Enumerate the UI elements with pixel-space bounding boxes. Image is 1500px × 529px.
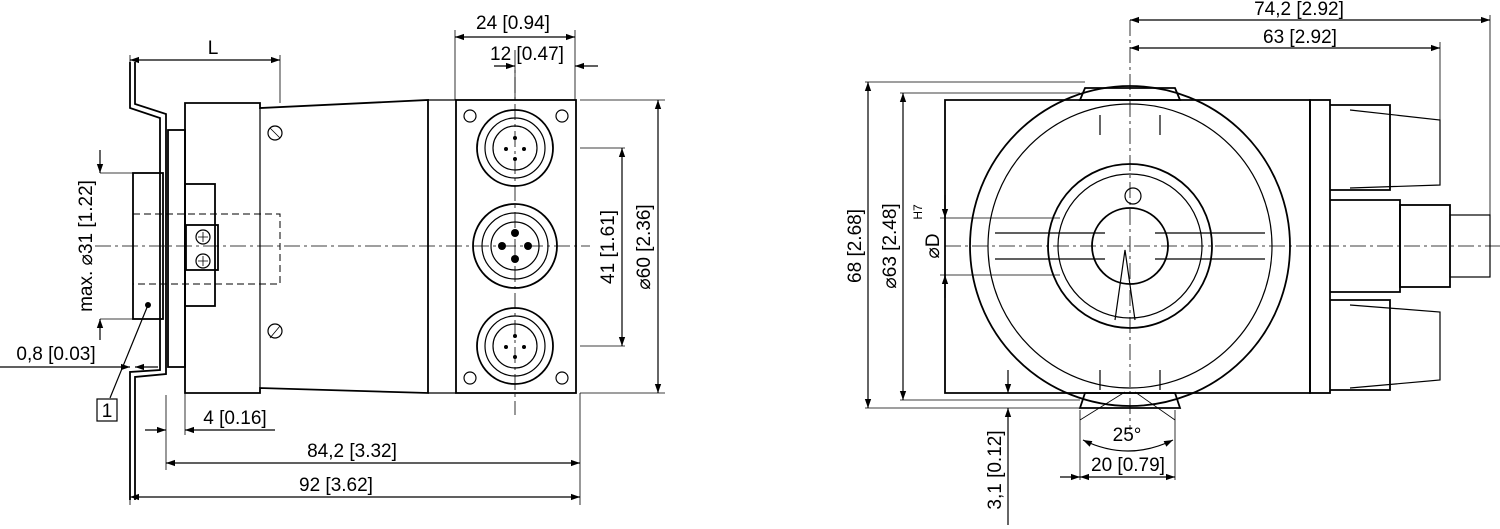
dim-D-label: ⌀D [923,233,944,258]
shaft-boss [184,183,216,307]
callout-box [96,398,118,422]
front-flange [944,99,1311,394]
connector-block [455,99,577,394]
screw-icon [267,125,283,141]
screw-icon [195,253,211,269]
dim-63dia-label: ⌀63 [2.48] [880,203,901,288]
connector-top [476,109,554,187]
screw-icon [267,323,283,339]
dim-742-label: 74,2 [2.92] [1254,0,1344,20]
encoder-housing [184,99,429,394]
dim-60-label: ⌀60 [2.36] [634,204,655,289]
side-view: L 24 [0.94] 12 [0.47] max. ⌀31 [1.22] 41… [0,13,665,505]
dim-L-label: L [208,38,219,59]
dim-12-label: 12 [0.47] [490,44,564,65]
dim-H7-label: H7 [911,204,925,220]
dim-shaft-label: max. ⌀31 [1.22] [76,180,97,312]
slot-top [1078,87,1182,101]
dim-92-label: 92 [3.62] [299,475,373,496]
callout-leader [109,304,149,399]
dim-31-label: 3,1 [0.12] [985,430,1006,509]
front-connectors [1309,99,1491,394]
set-screw-icon [1124,187,1142,205]
dim-63top-label: 63 [2.92] [1263,27,1337,48]
callout-1-label: 1 [102,401,113,422]
dim-84-label: 84,2 [3.32] [307,441,397,462]
clamp-plate [167,129,186,368]
dim-24-label: 24 [0.94] [476,13,550,34]
screw-icon [195,229,211,245]
dim-20-label: 20 [0.79] [1091,455,1165,476]
connector-bottom [476,307,554,385]
dim-08-label: 0,8 [0.03] [16,344,95,365]
slot-bottom [1078,392,1182,409]
dim-68-label: 68 [2.68] [845,209,866,283]
mounting-bracket-inner [134,62,167,500]
dim-line-angle [1082,439,1174,452]
clamp-block [185,224,219,271]
front-view: 74,2 [2.92] 63 [2.92] 68 [2.68] ⌀63 [2.4… [845,0,1500,525]
dim-4-label: 4 [0.16] [203,408,266,429]
dim-41-label: 41 [1.61] [598,210,619,284]
hidden-shaft [133,213,281,285]
dim-angle-label: 25° [1113,425,1142,446]
